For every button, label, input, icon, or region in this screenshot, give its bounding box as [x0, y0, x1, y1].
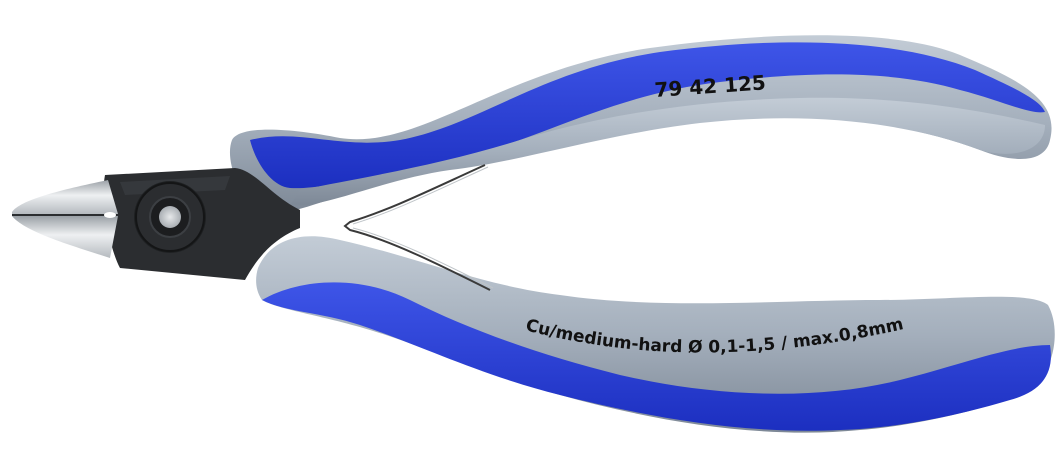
pivot-joint — [134, 181, 206, 253]
cutting-jaws — [12, 180, 118, 258]
return-spring — [343, 164, 494, 291]
upper-handle: 79 42 125 — [229, 35, 1052, 213]
lower-handle: Cu/medium-hard Ø 0,1-1,5 / max.0,8mm — [256, 236, 1055, 433]
